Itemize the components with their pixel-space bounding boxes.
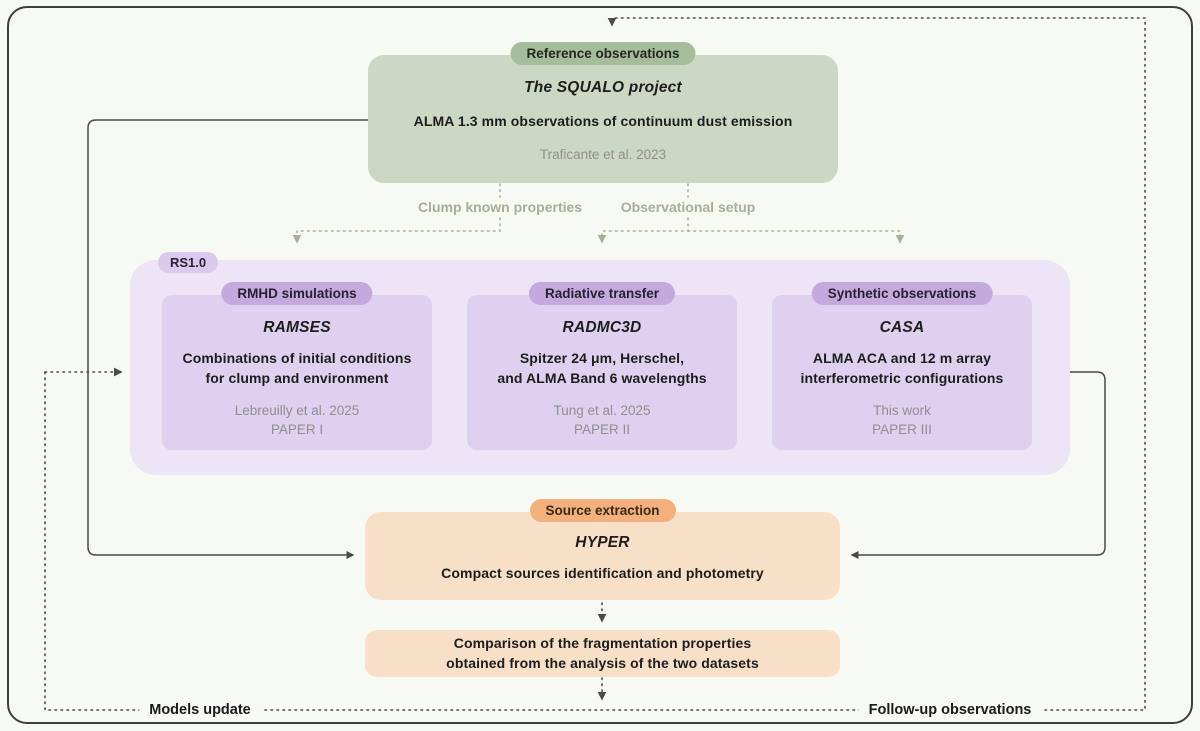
rs1-badge: RS1.0 (158, 252, 219, 273)
squalo-project-title: The SQUALO project (524, 78, 682, 96)
wire-feedback-loop (44, 17, 1146, 711)
models-update-label: Models update (139, 701, 261, 719)
wire-rs1-to-hyper (850, 371, 1106, 560)
radiative-transfer-box: Radiative transfer RADMC3D Spitzer 24 μm… (467, 282, 737, 450)
source-extraction-badge: Source extraction (529, 499, 676, 522)
hyper-title: HYPER (575, 534, 630, 552)
reference-observations-badge: Reference observations (510, 42, 696, 65)
source-extraction-box: Source extraction HYPER Compact sources … (365, 499, 840, 600)
citation-line: Lebreuilly et al. 2025 (234, 403, 360, 419)
wire-setup-to-radiative (597, 217, 689, 244)
synthetic-observations-badge: Synthetic observations (811, 282, 993, 305)
radiative-transfer-citation: Tung et al. 2025 PAPER II (553, 402, 650, 440)
rmhd-simulations-badge: RMHD simulations (221, 282, 373, 305)
citation-line: This work (873, 403, 931, 419)
casa-title: CASA (879, 319, 925, 336)
synthetic-observations-box: Synthetic observations CASA ALMA ACA and… (772, 282, 1032, 450)
radiative-transfer-body: Spitzer 24 μm, Herschel, and ALMA Band 6… (497, 350, 707, 386)
rmhd-simulations-citation: Lebreuilly et al. 2025 PAPER I (235, 402, 360, 440)
source-extraction-body: Compact sources identification and photo… (441, 565, 764, 582)
follow-up-observations-label: Follow-up observations (858, 701, 1042, 719)
paper-line: PAPER II (573, 422, 630, 438)
wire-reference-to-hyper (87, 119, 368, 560)
reference-body: ALMA 1.3 mm observations of continuum du… (413, 112, 793, 129)
radiative-transfer-badge: Radiative transfer (528, 282, 676, 305)
wire-setup-to-synthetic (687, 230, 905, 244)
paper-line: PAPER III (872, 422, 932, 438)
rmhd-simulations-box: RMHD simulations RAMSES Combinations of … (162, 282, 432, 450)
synthetic-observations-citation: This work PAPER III (872, 402, 932, 440)
synthetic-observations-body: ALMA ACA and 12 m array interferometric … (800, 350, 1004, 386)
clump-known-properties-label: Clump known properties (407, 198, 593, 216)
comparison-box: Comparison of the fragmentation properti… (365, 630, 840, 677)
paper-line: PAPER I (270, 422, 324, 438)
reference-observations-box: Reference observations The SQUALO projec… (368, 42, 838, 183)
observational-setup-label: Observational setup (610, 198, 766, 216)
wire-clump-to-rmhd (292, 217, 501, 244)
radmc3d-title: RADMC3D (562, 319, 642, 336)
citation-line: Tung et al. 2025 (553, 403, 651, 419)
reference-citation: Traficante et al. 2023 (539, 147, 667, 163)
comparison-body: Comparison of the fragmentation properti… (446, 634, 759, 671)
ramses-title: RAMSES (263, 319, 331, 336)
rmhd-simulations-body: Combinations of initial conditions for c… (182, 350, 412, 386)
